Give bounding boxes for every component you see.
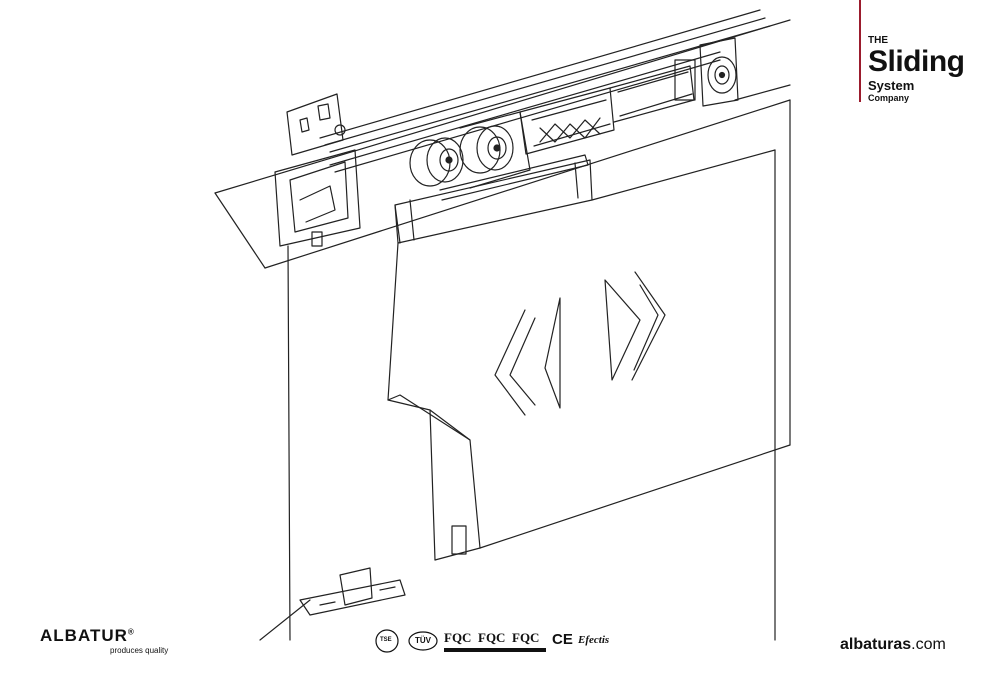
certification-strip: TSE TÜV FQC FQC FQC CE Efectis	[372, 628, 632, 658]
tse-seal-icon	[375, 629, 399, 653]
trolley-wheels	[409, 111, 531, 189]
door-hanger-channel	[394, 154, 593, 244]
door-panel	[387, 99, 791, 641]
end-stop-wheel	[699, 37, 739, 107]
cert-efectis: Efectis	[578, 634, 610, 646]
tuv-oval-icon	[408, 631, 438, 651]
ceiling-beam	[214, 19, 791, 269]
tagline-system: System	[868, 78, 915, 93]
website-domain-bold: albaturas	[840, 636, 912, 653]
soft-close-damper	[519, 59, 696, 155]
floor-guide	[259, 567, 406, 641]
logo-name: ALBATUR	[40, 626, 128, 645]
cert-tuv: TÜV	[415, 636, 431, 645]
tagline-the: THE	[868, 35, 888, 46]
cert-tse: TSE	[380, 637, 392, 643]
header-accent-rule	[859, 0, 861, 102]
fqc-badge-bars	[444, 648, 546, 652]
tagline-company: Company	[868, 93, 910, 103]
cert-fqc-1: FQC	[444, 630, 472, 645]
logo-registered: ®	[127, 627, 135, 637]
cert-fqc-2: FQC	[478, 630, 506, 645]
cert-ce: CE	[552, 631, 573, 648]
tagline-sliding: Sliding	[868, 45, 965, 78]
logo-tagline: produces quality	[110, 646, 169, 655]
website-link[interactable]: albaturas.com	[840, 636, 946, 654]
cert-fqc-3: FQC	[512, 630, 540, 645]
wall-bracket	[274, 93, 361, 247]
direction-arrows	[494, 271, 666, 416]
albatur-logo: ALBATUR® produces quality	[40, 626, 180, 660]
wall-line	[287, 245, 291, 641]
website-domain-tld: .com	[911, 636, 946, 653]
tagline-block: THE Sliding System Company	[868, 36, 965, 103]
track-rail	[319, 9, 771, 173]
